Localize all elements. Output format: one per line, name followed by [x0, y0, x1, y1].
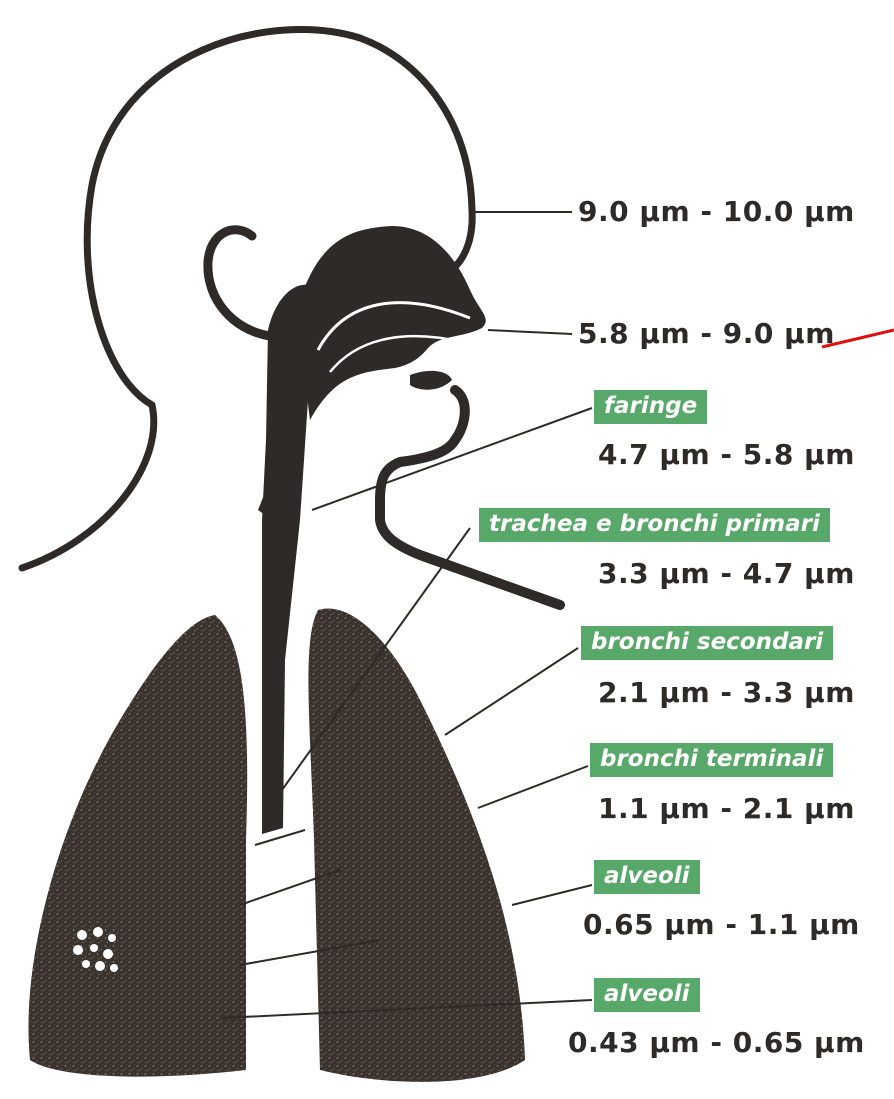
secondary-bronchi-tag: bronchi secondari — [581, 626, 833, 660]
ear — [208, 230, 270, 336]
trachea — [262, 285, 315, 834]
secondary-bronchi-range-label: 2.1 µm - 3.3 µm — [598, 676, 855, 709]
nasopharynx-range-label: 5.8 µm - 9.0 µm — [578, 317, 835, 350]
oral-cavity — [410, 371, 452, 390]
left-lung — [28, 615, 247, 1077]
trachea-range-label: 3.3 µm - 4.7 µm — [598, 557, 855, 590]
alveoli-tag-1: alveoli — [594, 860, 700, 894]
pharynx-tag: faringe — [594, 390, 707, 424]
right-lung — [308, 608, 525, 1081]
terminal-bronchi-range-label: 1.1 µm - 2.1 µm — [598, 792, 855, 825]
nose-range-label: 9.0 µm - 10.0 µm — [578, 195, 855, 228]
alveoli-range-label-2: 0.43 µm - 0.65 µm — [568, 1026, 865, 1059]
terminal-bronchi-tag: bronchi terminali — [590, 743, 833, 777]
chin-outline — [380, 390, 560, 605]
alveoli-tag-2: alveoli — [594, 978, 700, 1012]
trachea-tag: trachea e bronchi primari — [479, 508, 830, 542]
pharynx-range-label: 4.7 µm - 5.8 µm — [598, 438, 855, 471]
alveoli-range-label-1: 0.65 µm - 1.1 µm — [583, 908, 860, 941]
